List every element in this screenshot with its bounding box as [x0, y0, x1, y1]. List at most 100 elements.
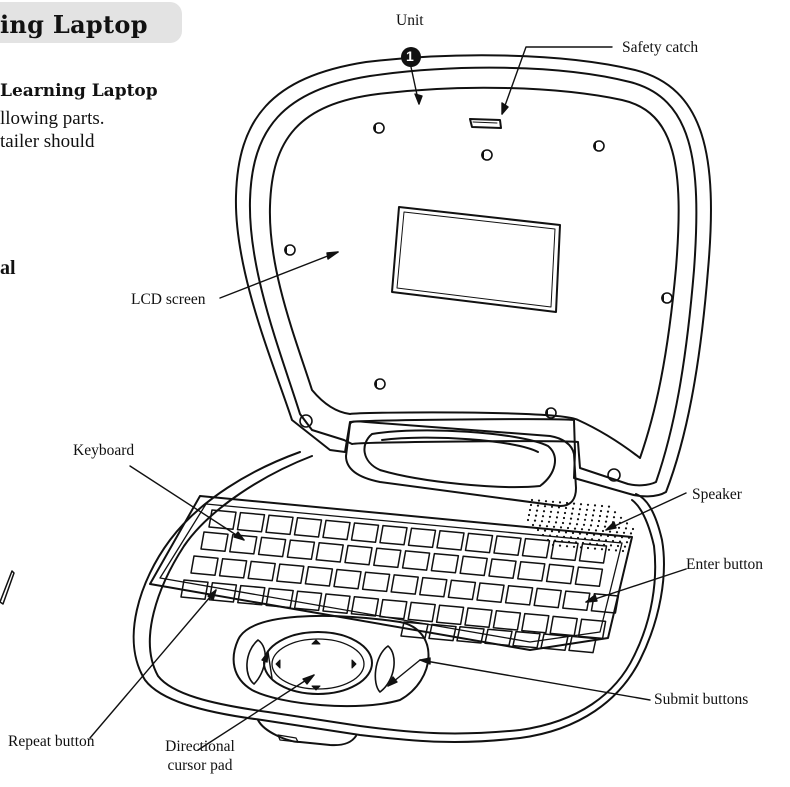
keyboard-key	[436, 530, 465, 551]
keyboard-key	[218, 557, 248, 579]
keyboard-key	[476, 582, 505, 603]
keyboard-key	[521, 612, 550, 634]
speaker-hole	[615, 531, 619, 534]
speaker-hole	[612, 516, 616, 519]
keyboard-key	[493, 535, 522, 556]
speaker-hole	[559, 526, 563, 529]
speaker-hole	[568, 522, 572, 525]
speaker-hole	[594, 529, 598, 532]
speaker-hole	[556, 511, 560, 514]
keyboard-key	[428, 623, 457, 642]
speaker-hole	[545, 525, 549, 528]
label-safety-catch: Safety catch	[622, 39, 699, 56]
speaker-hole	[536, 528, 540, 532]
speaker-hole	[530, 498, 534, 502]
laptop-base	[132, 451, 665, 747]
keyboard-key	[322, 519, 351, 541]
speaker-hole	[564, 531, 568, 534]
keyboard-key	[265, 514, 294, 536]
speaker-hole	[611, 539, 615, 543]
keyboard-key	[533, 587, 562, 609]
keyboard-key	[286, 539, 316, 561]
speaker-hole	[599, 509, 603, 513]
speaker-hole	[562, 535, 566, 538]
speaker-hole	[598, 514, 602, 518]
intro-text-line-2: tailer should	[0, 131, 95, 152]
keyboard-key	[464, 607, 493, 628]
keyboard-key	[361, 571, 391, 593]
keyboard-key	[430, 552, 460, 574]
speaker-hole	[557, 506, 561, 509]
speaker-hole	[573, 527, 577, 530]
speaker-hole	[553, 539, 557, 542]
keyboard-key	[459, 555, 488, 577]
keyboard-key	[344, 544, 373, 566]
speaker-hole	[625, 541, 629, 544]
keyboard-key	[208, 509, 237, 530]
speaker-hole	[589, 524, 593, 527]
keyboard-key	[435, 604, 465, 626]
speaker-hole	[597, 519, 601, 523]
part-number: 1	[406, 48, 414, 64]
speaker-hole	[617, 526, 621, 529]
side-bold-fragment: al	[0, 257, 16, 279]
speaker-hole	[586, 503, 590, 506]
speaker-hole	[604, 539, 608, 542]
speaker-hole	[582, 523, 586, 526]
cropped-accessory	[0, 570, 15, 605]
speaker-hole	[583, 537, 587, 540]
speaker-hole	[578, 508, 582, 511]
keyboard-key	[562, 590, 591, 612]
speaker-hole	[550, 530, 554, 533]
speaker-hole	[623, 545, 627, 548]
speaker-hole	[607, 548, 611, 551]
keyboard-keys	[180, 509, 620, 654]
speaker-hole	[571, 507, 575, 510]
speaker-hole	[588, 542, 592, 545]
speaker-hole	[548, 534, 552, 537]
speaker-hole	[599, 534, 603, 537]
speaker-hole	[542, 510, 546, 513]
keyboard-key	[322, 593, 351, 614]
speaker-hole	[606, 534, 610, 538]
label-directional-line-2: cursor pad	[167, 757, 233, 774]
speaker-hole	[608, 530, 612, 533]
label-enter-button: Enter button	[686, 556, 764, 573]
cursor-pad-area	[232, 614, 430, 708]
speaker-hole	[554, 521, 558, 524]
speaker-hole	[600, 504, 604, 508]
speaker-hole	[622, 531, 626, 534]
speaker-hole	[541, 533, 545, 537]
speaker-hole	[574, 541, 578, 544]
keyboard-key	[550, 540, 579, 562]
speaker-hole	[629, 532, 633, 535]
keyboard-frame	[149, 495, 633, 651]
speaker-hole	[538, 524, 542, 527]
speaker-hole	[585, 533, 589, 536]
speaker-hole	[580, 528, 584, 531]
keyboard-key	[504, 584, 534, 606]
speaker-hole	[577, 513, 581, 516]
speaker-hole	[544, 500, 548, 503]
speaker-hole	[550, 505, 554, 508]
speaker-hole	[584, 513, 588, 516]
speaker-hole	[631, 527, 635, 531]
label-directional-cursor-pad: Directional cursor pad	[140, 737, 260, 775]
label-keyboard: Keyboard	[73, 442, 135, 459]
speaker-hole	[560, 540, 564, 543]
keyboard-key	[350, 596, 380, 617]
speaker-hole	[548, 515, 552, 518]
speaker-hole	[572, 545, 576, 548]
keyboard-key	[577, 618, 607, 640]
speaker-hole	[549, 510, 553, 513]
keyboard-key	[350, 522, 380, 543]
keyboard-key	[229, 533, 258, 555]
keyboard-key	[419, 576, 448, 598]
speaker-hole	[576, 536, 580, 540]
speaker-hole	[613, 535, 617, 538]
speaker-hole	[555, 535, 559, 538]
keyboard-key	[512, 630, 541, 649]
keyboard-key	[373, 547, 402, 569]
speaker-hole	[600, 548, 604, 551]
